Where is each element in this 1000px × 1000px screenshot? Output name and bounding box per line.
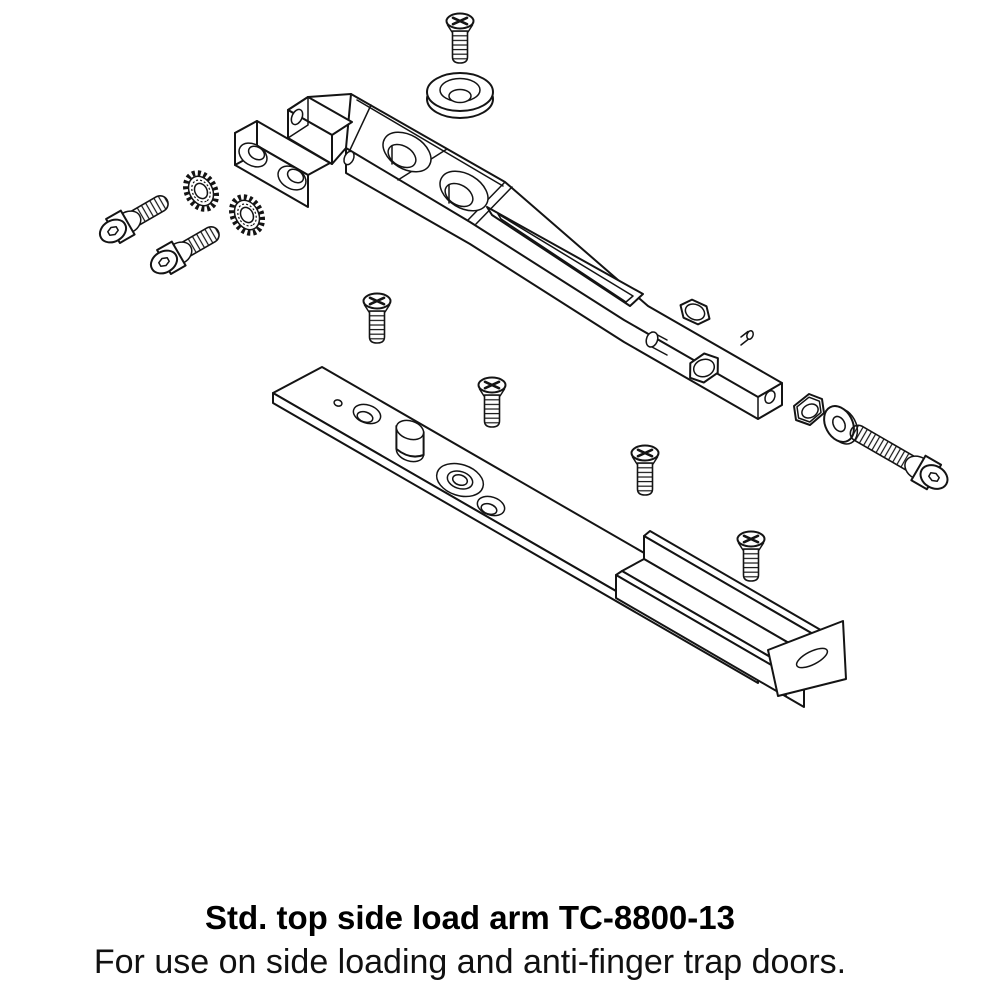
block-countersunk-hole: [238, 142, 268, 168]
arm-countersunk-hole: [382, 131, 432, 173]
arm-countersunk-hole: [439, 170, 489, 212]
top-side-load-arm: [287, 93, 783, 420]
socket-head-cap-screw: [145, 225, 221, 279]
external-tooth-lock-washer: [180, 168, 223, 215]
clevis-hole: [290, 108, 304, 126]
plate-pilot-hole: [333, 399, 343, 407]
plate-countersunk-hole: [352, 403, 382, 425]
block-countersunk-hole: [277, 165, 307, 191]
caption-block: Std. top side load arm TC-8800-13 For us…: [0, 897, 940, 985]
external-tooth-lock-washer: [226, 192, 269, 239]
countersunk-phillips-screw: [362, 292, 392, 345]
pivot-pin: [645, 331, 668, 356]
channel-end-cap: [767, 620, 847, 697]
hex-adjuster-bolt: [689, 352, 719, 384]
socket-head-cap-screw: [94, 194, 170, 248]
plate-boss-pin: [395, 419, 425, 463]
end-channel-bracket: [615, 530, 847, 708]
stub-pin: [740, 329, 754, 346]
clamp-block: [234, 120, 331, 208]
countersunk-phillips-screw: [445, 12, 475, 65]
finish-washer: [426, 72, 494, 119]
part-title: Std. top side load arm TC-8800-13: [205, 899, 735, 936]
hex-nut: [793, 393, 825, 426]
countersunk-phillips-screw: [630, 444, 660, 497]
plate-countersunk-hole: [476, 495, 506, 517]
arm-small-hole: [343, 150, 355, 166]
end-cap-slot: [795, 647, 829, 669]
arm-triangular-cutout: [486, 206, 644, 307]
socket-head-cap-screw: [849, 424, 949, 491]
part-description: For use on side loading and anti-finger …: [93, 943, 847, 981]
countersunk-phillips-screw: [477, 376, 507, 429]
hex-adjuster-bolt: [679, 298, 711, 326]
arm-clevis-block: [287, 96, 353, 165]
plate-pivot-boss: [435, 462, 485, 498]
arm-end-hole: [764, 389, 776, 405]
countersunk-phillips-screw: [736, 530, 766, 583]
